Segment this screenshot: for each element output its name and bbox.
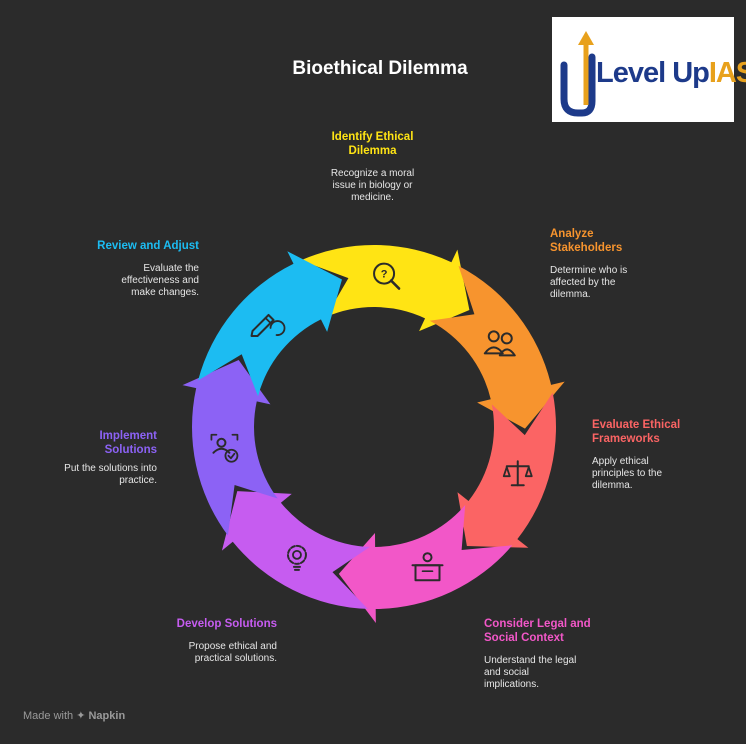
cycle-segment <box>221 491 370 609</box>
cycle-segment <box>338 504 513 623</box>
page-title: Bioethical Dilemma <box>292 58 468 79</box>
person-check-icon <box>210 433 239 463</box>
question-magnifier-icon: ? <box>373 262 401 290</box>
logo-mark-icon <box>560 31 596 117</box>
svg-text:?: ? <box>381 269 388 281</box>
gear-bulb-icon <box>286 544 307 571</box>
footer: Made with ✦ Napkin <box>23 710 126 722</box>
cycle-segment <box>182 360 278 536</box>
scales-icon <box>502 460 533 487</box>
people-icon <box>483 330 516 357</box>
judge-podium-icon <box>411 552 444 582</box>
logo-text: Level UpIAS <box>596 57 746 89</box>
napkin-icon: ✦ <box>76 710 86 722</box>
cycle-segment <box>300 244 470 332</box>
logo: Level UpIAS <box>552 17 746 122</box>
step-title: Review and Adjust <box>97 240 199 252</box>
cycle-segment <box>457 392 556 548</box>
step-title: Develop Solutions <box>176 618 277 630</box>
pencil-refresh-icon <box>250 313 286 337</box>
